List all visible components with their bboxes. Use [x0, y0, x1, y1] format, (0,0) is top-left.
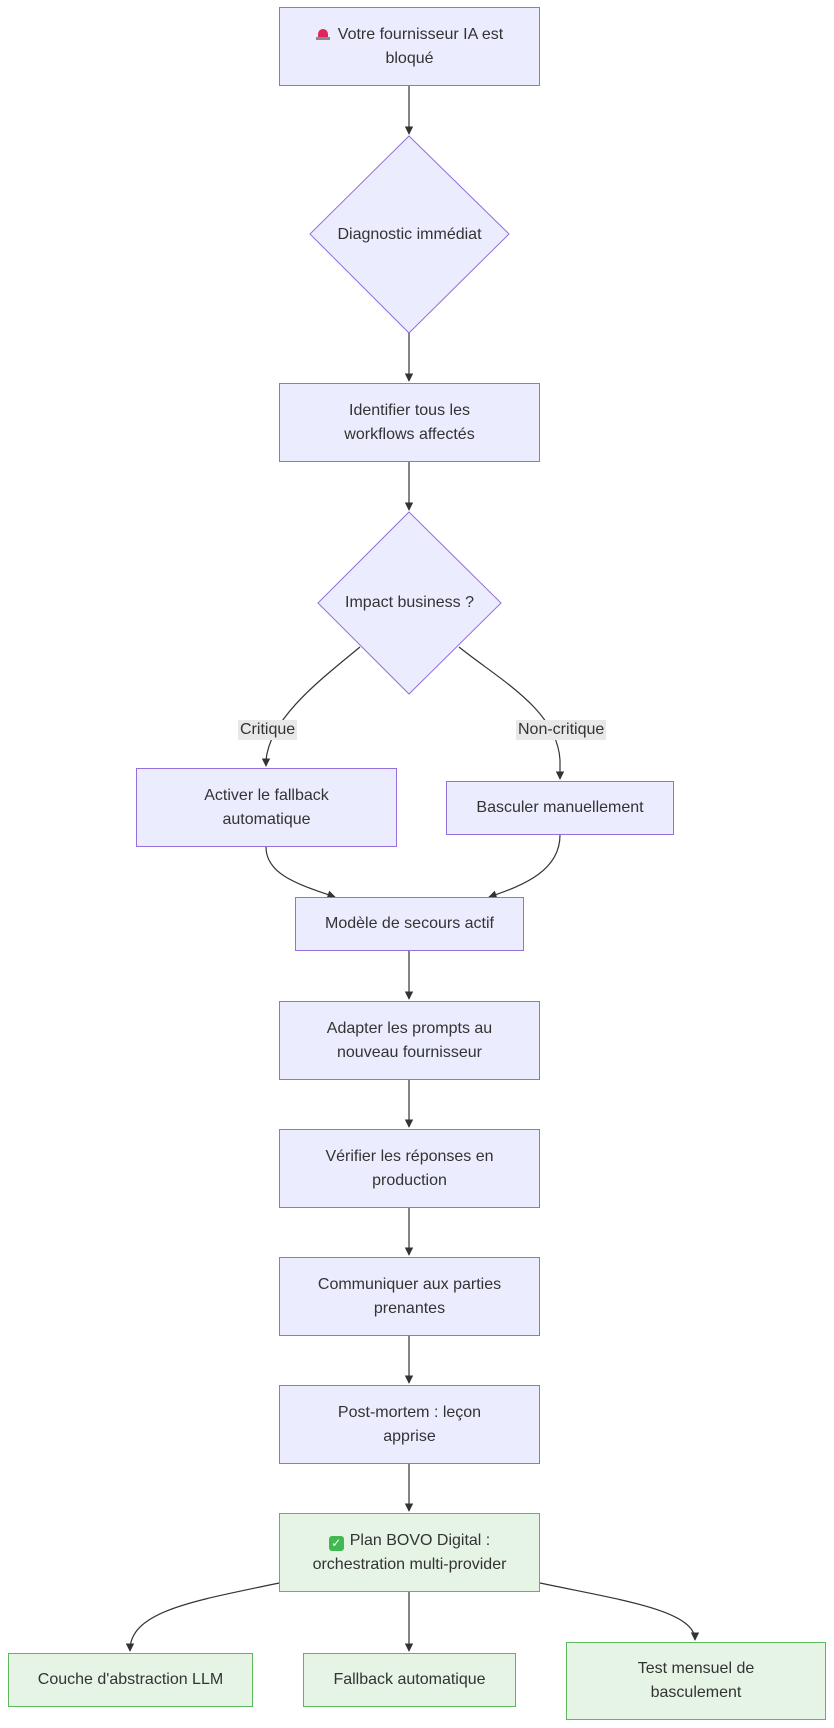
adapt-node: Adapter les prompts au nouveau fournisseu…	[279, 1001, 540, 1080]
edge-impact-critique	[261, 646, 361, 767]
communicate-node: Communiquer aux parties prenantes	[279, 1257, 540, 1336]
fallback-line2: automatique	[222, 810, 311, 828]
edge-impact-noncritique	[458, 646, 565, 780]
impact-diamond	[317, 511, 502, 695]
diagnostic-label: Diagnostic immédiat	[337, 225, 482, 243]
edge-label-noncritique: Non-critique	[516, 720, 607, 740]
identify-line1: Identifier tous les	[349, 401, 470, 419]
manual-node: Basculer manuellement	[446, 781, 674, 835]
plan-node: ✓ Plan BOVO Digital : orchestration multi-…	[279, 1513, 540, 1592]
impact-label: Impact business ?	[345, 594, 474, 611]
edge-fallback-backup	[265, 846, 336, 899]
fallback-node: Activer le fallback automatique	[136, 768, 397, 847]
communicate-line2: prenantes	[373, 1299, 446, 1317]
impact-node: Impact business ?	[318, 512, 501, 694]
communicate-line1: Communiquer aux parties	[317, 1275, 502, 1293]
autofallback-node: Fallback automatique	[303, 1653, 516, 1707]
check-icon: ✓	[328, 1535, 344, 1551]
edge-plan-monthlytest	[539, 1582, 700, 1641]
backup-node: Modèle de secours actif	[295, 897, 524, 951]
manual-label: Basculer manuellement	[476, 799, 644, 816]
verify-line2: production	[372, 1171, 447, 1189]
verify-line1: Vérifier les réponses en	[325, 1147, 494, 1165]
edge-plan-abstraction	[125, 1582, 280, 1652]
abstraction-label: Couche d'abstraction LLM	[37, 1671, 224, 1688]
fallback-line1: Activer le fallback	[204, 786, 329, 804]
identify-line2: workflows affectés	[344, 425, 475, 443]
verify-node: Vérifier les réponses en production	[279, 1129, 540, 1208]
postmortem-line2: apprise	[383, 1427, 436, 1445]
monthlytest-line1: Test mensuel de	[637, 1660, 755, 1677]
edge-label-critique: Critique	[238, 720, 298, 740]
diagnostic-node: Diagnostic immédiat	[310, 136, 509, 333]
monthlytest-line2: basculement	[650, 1684, 742, 1701]
plan-line2: orchestration multi-provider	[312, 1555, 507, 1573]
start-line2: bloqué	[385, 49, 434, 67]
start-node: Votre fournisseur IA est bloqué	[279, 7, 540, 86]
postmortem-line1: Post-mortem : leçon	[337, 1403, 482, 1421]
identify-node: Identifier tous les workflows affectés	[279, 383, 540, 462]
siren-icon	[315, 27, 330, 40]
plan-line1: Plan BOVO Digital :	[349, 1531, 491, 1549]
edge-manual-backup	[488, 834, 561, 899]
postmortem-node: Post-mortem : leçon apprise	[279, 1385, 540, 1464]
backup-label: Modèle de secours actif	[325, 915, 494, 932]
autofallback-label: Fallback automatique	[333, 1671, 486, 1688]
start-line1: Votre fournisseur IA est	[337, 25, 504, 43]
abstraction-node: Couche d'abstraction LLM	[8, 1653, 253, 1707]
adapt-line1: Adapter les prompts au	[326, 1019, 493, 1037]
adapt-line2: nouveau fournisseur	[337, 1043, 482, 1061]
monthlytest-node: Test mensuel de basculement	[566, 1642, 826, 1720]
